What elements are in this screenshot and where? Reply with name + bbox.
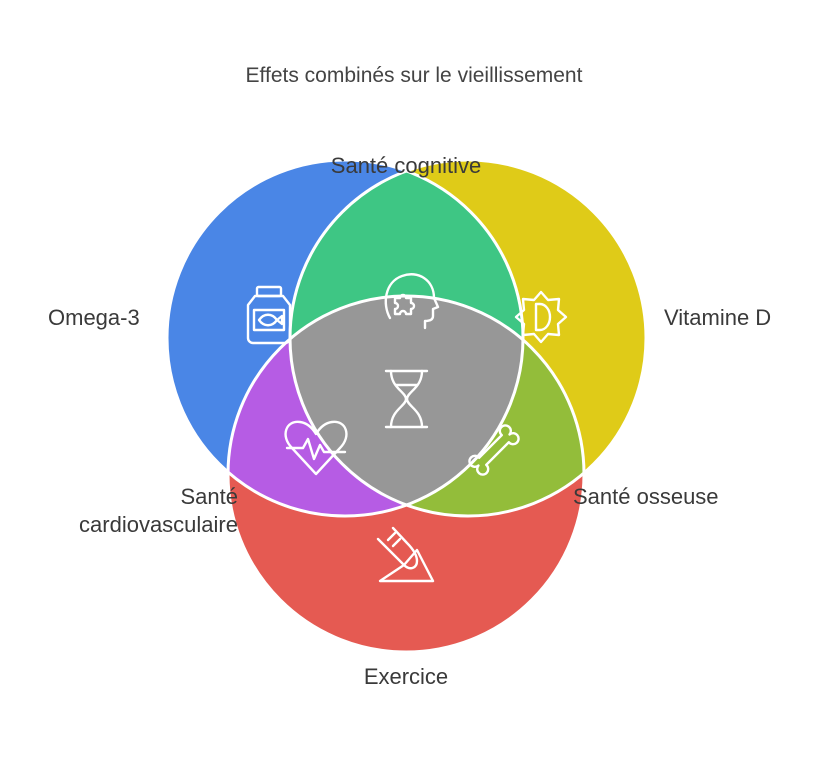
- label-cardio-line1: Santé: [180, 484, 239, 509]
- hourglass-icon: [384, 369, 429, 429]
- supplement-jar-icon: [246, 285, 292, 345]
- bone-icon: [468, 424, 520, 476]
- label-omega3: Omega-3: [48, 305, 140, 330]
- triple-overlap: [290, 296, 523, 516]
- diagram-title: Effets combinés sur le vieillissement: [245, 64, 583, 87]
- running-shoe-icon: [376, 526, 435, 583]
- label-cognitive-health: Santé cognitive: [330, 153, 482, 178]
- label-cardio-line2: cardiovasculaire: [79, 512, 238, 537]
- label-cardiovascular-health: Santé cardiovasculaire: [40, 483, 238, 539]
- sun-icon: [514, 290, 568, 344]
- heartbeat-icon: [284, 420, 348, 476]
- brain-puzzle-icon: [384, 273, 440, 330]
- label-vitamin-d: Vitamine D: [664, 305, 772, 330]
- label-exercise: Exercice: [363, 664, 449, 689]
- label-bone-health: Santé osseuse: [573, 484, 719, 509]
